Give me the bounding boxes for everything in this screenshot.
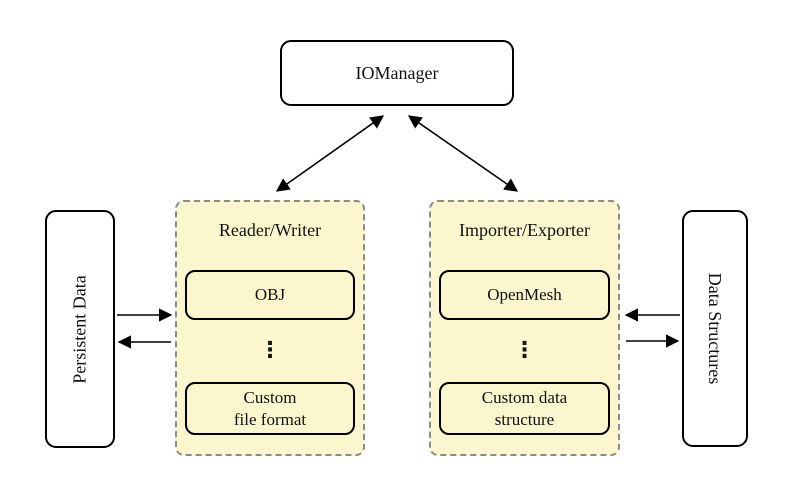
- custom-data-structure-box: Custom data structure: [439, 382, 610, 435]
- data-structures-label: Data Structures: [705, 272, 726, 385]
- arrow-iomanager-readerwriter: [275, 115, 385, 192]
- vdots-importer-exporter: ⋮: [513, 337, 536, 363]
- importer-exporter-title: Importer/Exporter: [459, 220, 590, 240]
- openmesh-box: OpenMesh: [439, 270, 610, 320]
- reader-writer-title: Reader/Writer: [218, 220, 322, 240]
- persistent-data-box: Persistent Data: [45, 210, 115, 448]
- custom-file-format-box: Custom file format: [185, 382, 355, 435]
- vdots-reader-writer: ⋮: [259, 337, 281, 363]
- arrow-iomanager-importerexporter: [407, 115, 519, 192]
- importer-exporter-group: Importer/Exporter OpenMesh ⋮ Custom data…: [429, 200, 620, 456]
- reader-writer-group: Reader/Writer OBJ ⋮ Custom file format: [175, 200, 365, 456]
- obj-box: OBJ: [185, 270, 355, 320]
- persistent-data-label: Persistent Data: [69, 274, 90, 384]
- iomanager-box: IOManager: [280, 40, 514, 106]
- data-structures-box: Data Structures: [682, 210, 748, 447]
- iomanager-label: IOManager: [355, 62, 439, 83]
